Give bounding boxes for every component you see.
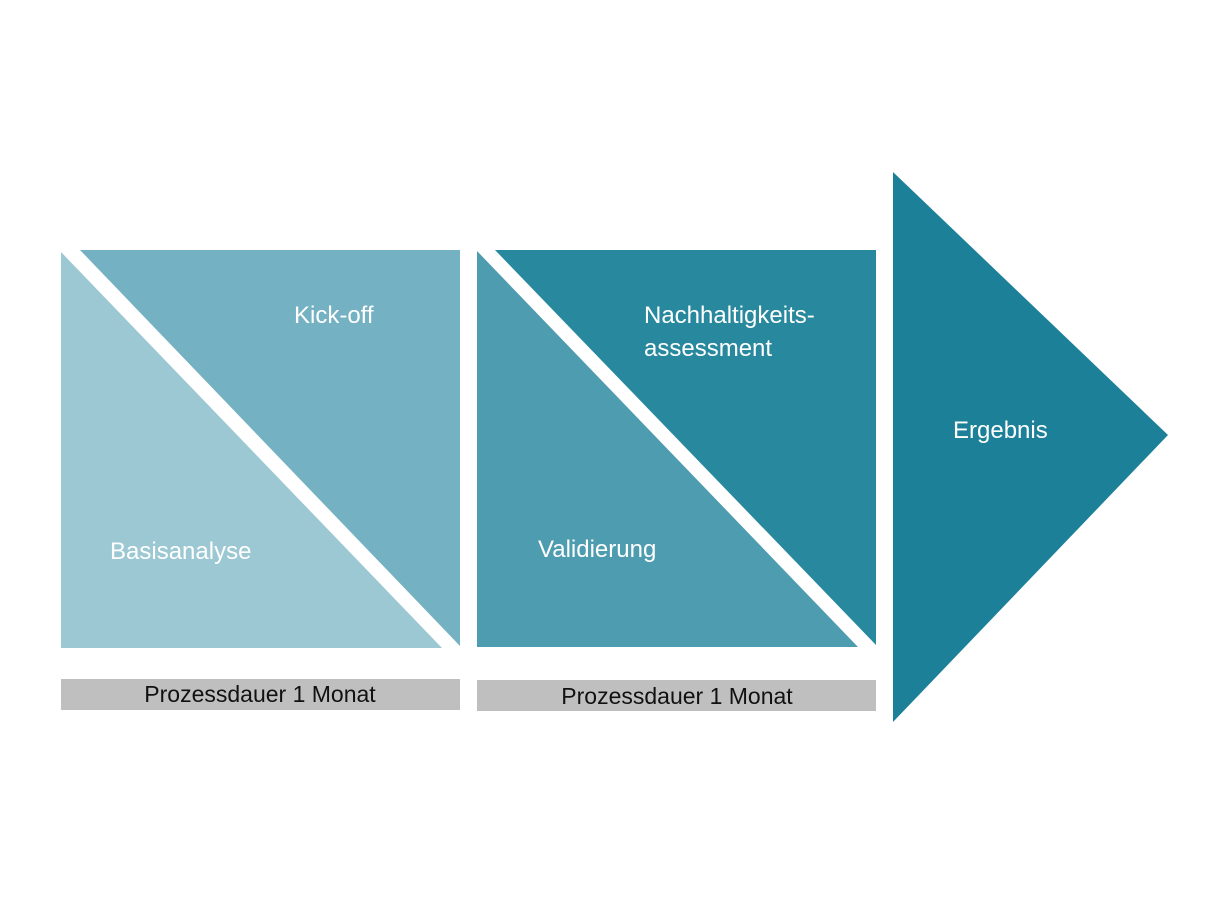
validierung-triangle <box>477 251 858 647</box>
kickoff-triangle <box>80 250 460 646</box>
duration-bar-phase2 <box>477 680 876 711</box>
nachhaltigkeit-label-line1: Nachhaltigkeits- <box>644 302 815 329</box>
kickoff-label: Kick-off <box>294 302 374 329</box>
duration-bar-phase1 <box>61 679 460 710</box>
validierung-label: Validierung <box>538 536 656 563</box>
basisanalyse-triangle <box>61 252 442 648</box>
duration-label-phase2: Prozessdauer 1 Monat <box>561 683 793 709</box>
nachhaltigkeit-label-line2: assessment <box>644 335 772 362</box>
duration-label-phase1: Prozessdauer 1 Monat <box>144 681 376 707</box>
ergebnis-label: Ergebnis <box>953 417 1048 444</box>
nachhaltigkeit-triangle <box>495 250 876 645</box>
basisanalyse-label: Basisanalyse <box>110 538 251 565</box>
ergebnis-arrow <box>893 172 1168 722</box>
